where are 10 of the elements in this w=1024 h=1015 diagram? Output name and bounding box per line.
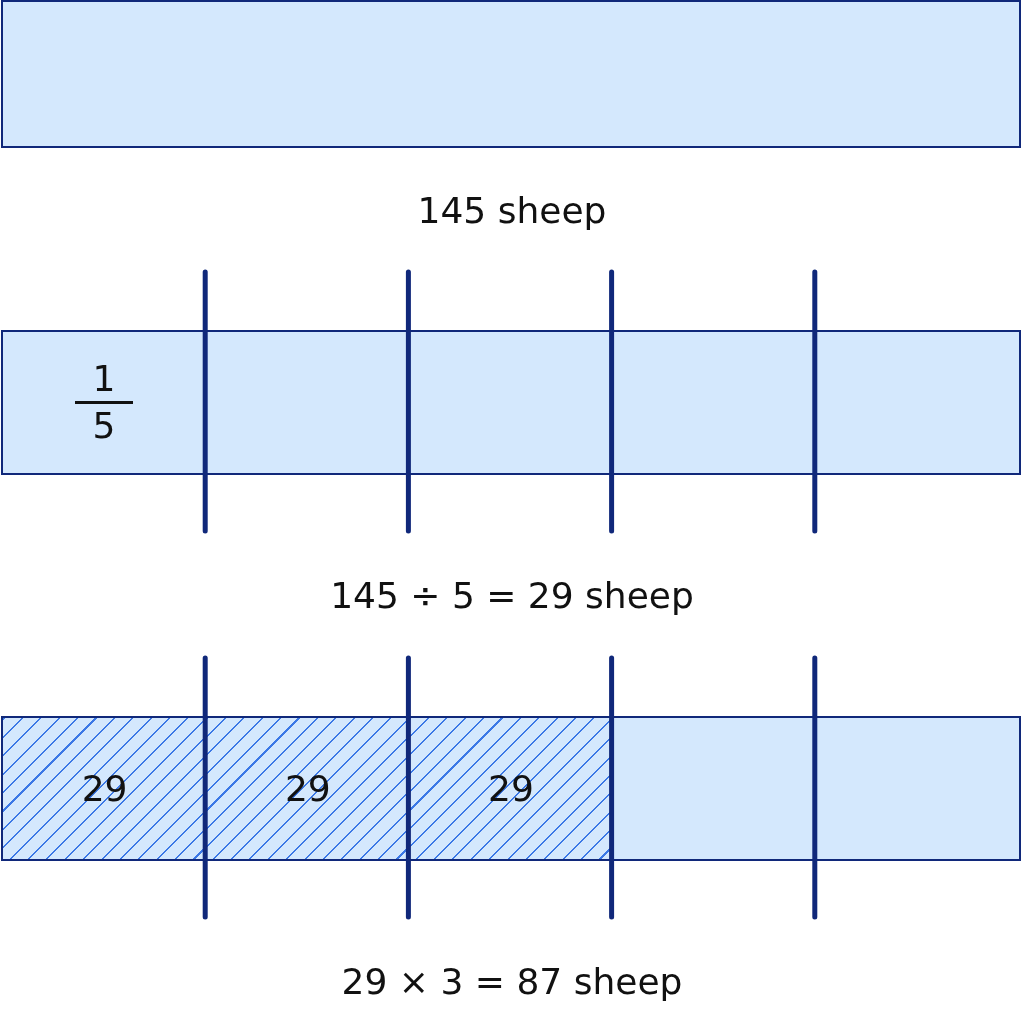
bar-segment bbox=[815, 716, 1019, 861]
fraction-numerator: 1 bbox=[92, 361, 116, 397]
bar bbox=[1, 330, 1021, 475]
bar-segment bbox=[815, 330, 1019, 475]
caption-text: 145 sheep bbox=[417, 190, 607, 231]
caption-text: 29 × 3 = 87 sheep bbox=[341, 961, 683, 1002]
bar bbox=[1, 0, 1021, 148]
caption-text: 145 ÷ 5 = 29 sheep bbox=[330, 575, 694, 616]
bar bbox=[1, 716, 1021, 861]
fraction-denominator: 5 bbox=[92, 408, 116, 444]
